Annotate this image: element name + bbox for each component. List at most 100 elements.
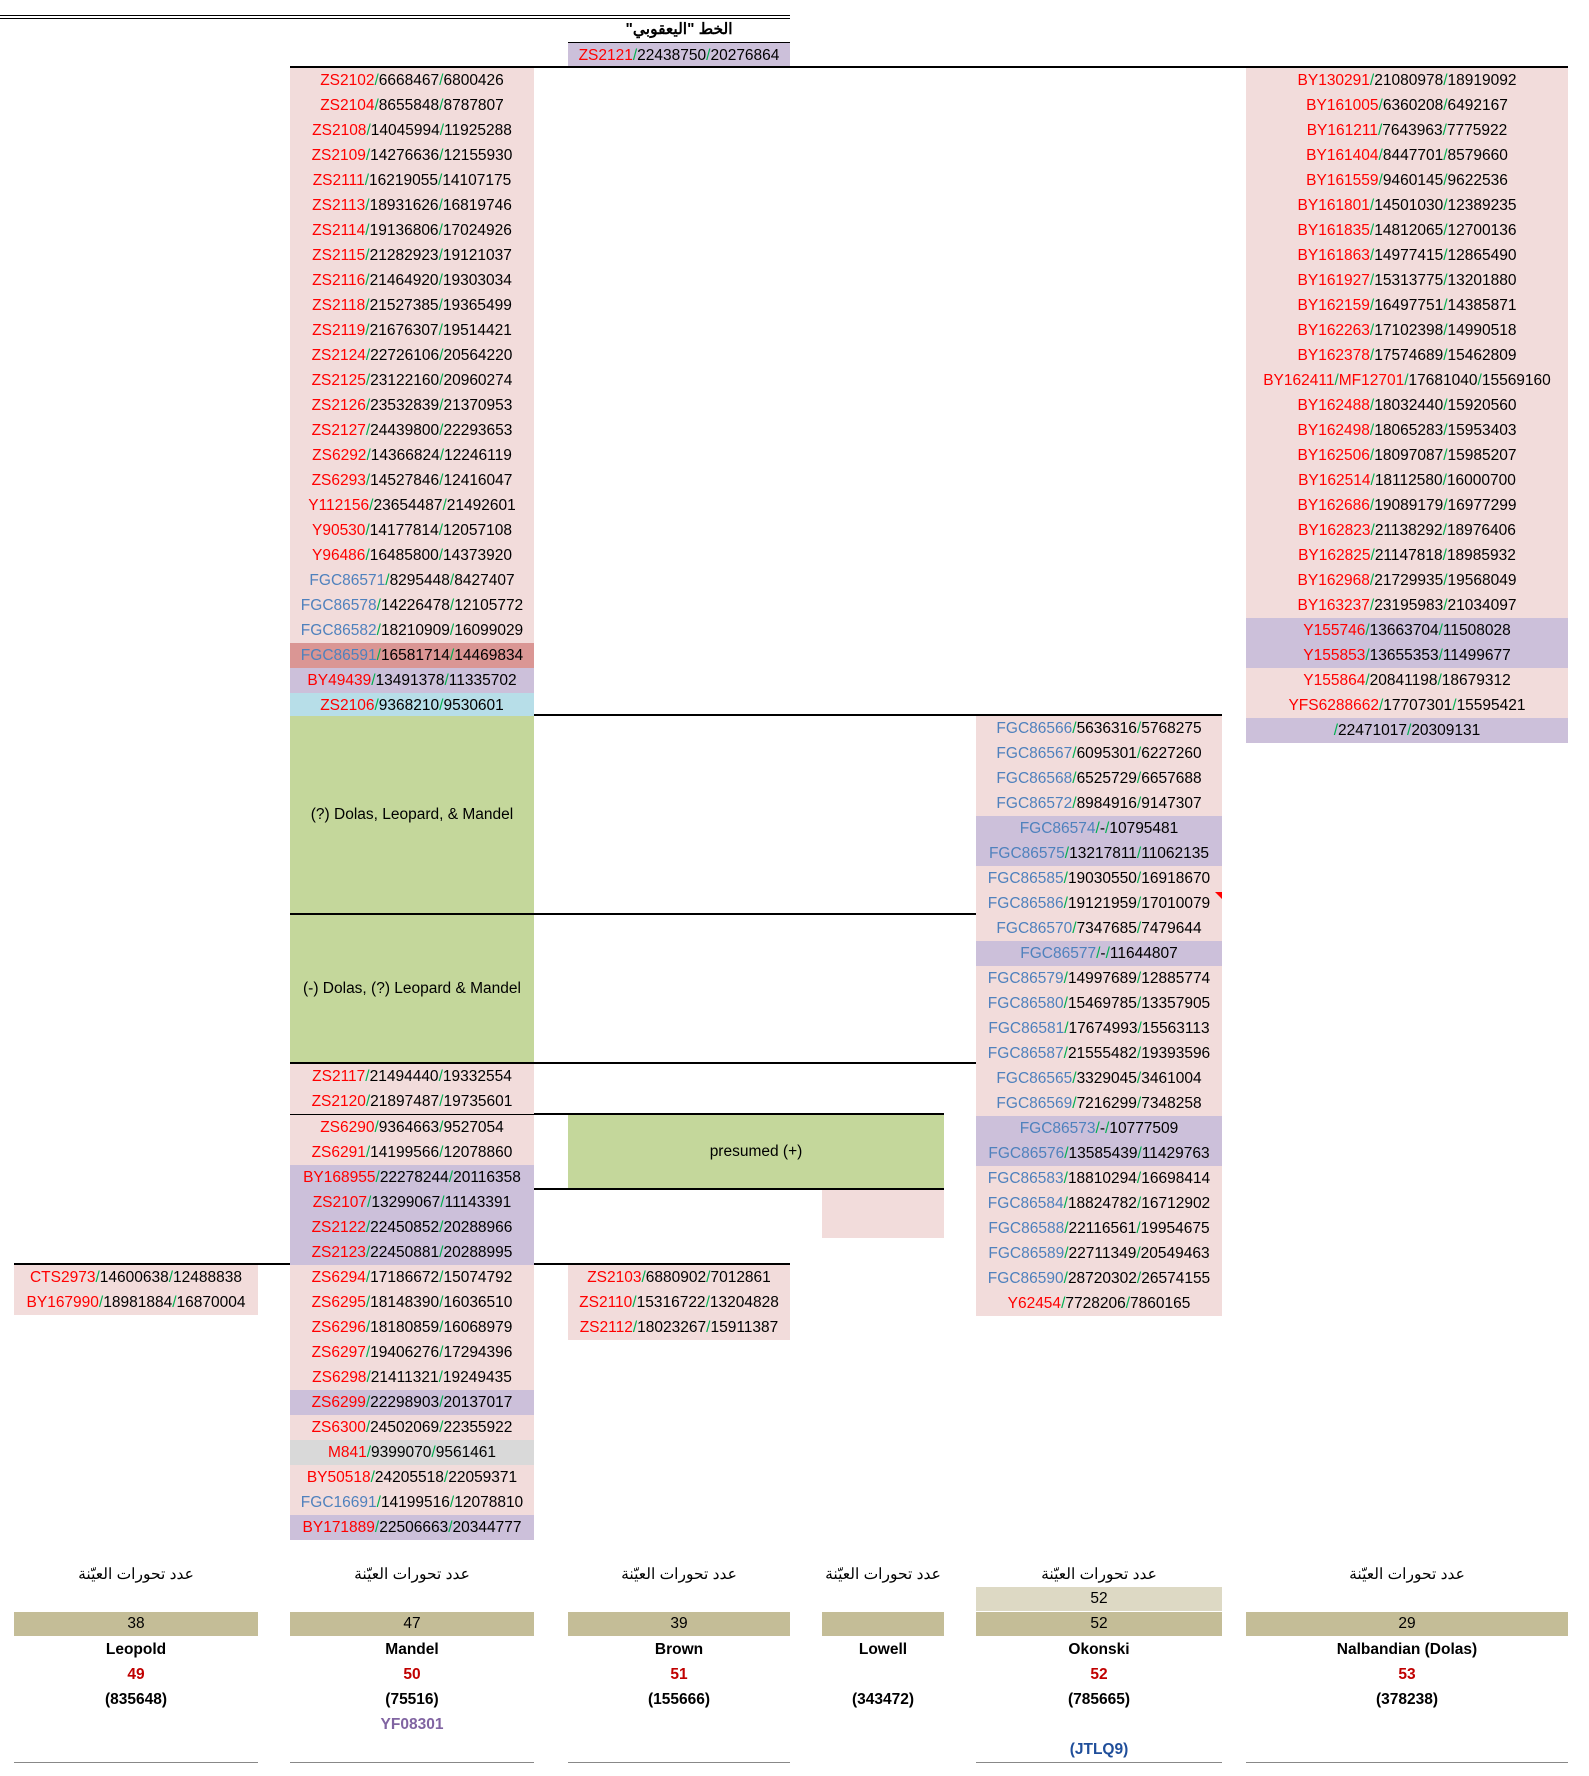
- snp-separator: /: [1443, 222, 1448, 239]
- snp-separator: /: [98, 1294, 104, 1311]
- snp-separator: /: [370, 1469, 375, 1486]
- snp-separator: /: [1136, 1045, 1142, 1062]
- snp-position-grch37: 14276636: [370, 147, 440, 164]
- snp-row: FGC86590/28720302/26574155: [976, 1266, 1222, 1291]
- footer-line-nalbandian: [1246, 1762, 1568, 1763]
- snp-row: ZS2111/16219055/14107175: [290, 168, 534, 193]
- snp-position-grch38: 11062135: [1141, 845, 1210, 862]
- snp-separator: /: [374, 1119, 379, 1136]
- snp-position-grch37: -: [1099, 820, 1106, 837]
- comment-marker-icon: [1215, 892, 1222, 899]
- mandel-name: Mandel: [385, 1641, 439, 1658]
- snp-separator: /: [366, 1369, 371, 1386]
- snp-separator: /: [1442, 547, 1447, 564]
- snp-position-grch37: 22116561: [1068, 1220, 1137, 1237]
- snp-row: ZS6297/19406276/17294396: [290, 1340, 534, 1365]
- snp-name: BY161005: [1306, 97, 1379, 114]
- snp-separator: /: [1369, 422, 1375, 439]
- snp-name: ZS2124: [311, 347, 366, 364]
- snp-separator: /: [439, 1269, 444, 1286]
- snp-row: ZS6290/9364663/9527054: [290, 1115, 534, 1140]
- mandel-count: 47: [290, 1612, 534, 1636]
- snp-position-grch38: 19365499: [442, 297, 512, 314]
- snp-separator: /: [1072, 720, 1077, 737]
- snp-position-grch38: 9527054: [443, 1119, 504, 1136]
- snp-row: Y62454/7728206/7860165: [976, 1291, 1222, 1316]
- snp-separator: /: [1443, 422, 1448, 439]
- snp-position-grch38: 11644807: [1109, 945, 1178, 962]
- snp-separator: /: [1136, 745, 1142, 762]
- snp-row: BY162263/17102398/14990518: [1246, 318, 1568, 343]
- snp-separator: /: [439, 97, 444, 114]
- snp-name: FGC86581: [988, 1020, 1065, 1037]
- snp-separator: /: [365, 322, 370, 339]
- snp-separator: /: [439, 122, 445, 139]
- summary-label-mandel: عدد تحورات العيّنة: [354, 1566, 470, 1583]
- snp-position-grch37: 8655848: [378, 97, 440, 114]
- snp-separator: /: [1378, 147, 1383, 164]
- snp-position-grch37: 24439800: [370, 422, 440, 439]
- snp-row: BY171889/22506663/20344777: [290, 1515, 534, 1540]
- footer-line-mandel: [290, 1762, 534, 1763]
- snp-row: FGC86585/19030550/16918670: [976, 866, 1222, 891]
- snp-separator: /: [374, 97, 379, 114]
- okonski-count-top: 52: [976, 1587, 1222, 1611]
- snp-name: FGC86582: [300, 622, 377, 639]
- snp-position-grch37: 18032440: [1374, 397, 1444, 414]
- snp-separator: /: [448, 1519, 453, 1536]
- snp-row: ZS2112/18023267/15911387: [568, 1315, 790, 1340]
- snp-separator: /: [366, 122, 371, 139]
- snp-separator: /: [365, 222, 370, 239]
- nalbandian-number: 53: [1398, 1666, 1416, 1683]
- snp-position-grch37: 13217811: [1069, 845, 1137, 862]
- snp-position-grch38: 6657688: [1141, 770, 1202, 787]
- okonski-name: Okonski: [1068, 1641, 1130, 1658]
- snp-separator: /: [1369, 497, 1375, 514]
- snp-separator: /: [1136, 1095, 1142, 1112]
- snp-separator: /: [1365, 647, 1370, 664]
- snp-separator: /: [1136, 870, 1142, 887]
- snp-separator: /: [1477, 372, 1482, 389]
- snp-position-grch37: 13491378: [375, 672, 445, 689]
- snp-position-grch37: 22450881: [370, 1244, 440, 1261]
- snp-name: ZS2116: [312, 272, 366, 289]
- snp-row: ZS2120/21897487/19735601: [290, 1089, 534, 1114]
- snp-position-grch38: 9622536: [1447, 172, 1508, 189]
- snp-position-grch38: 6800426: [443, 72, 504, 89]
- snp-position-grch38: 7012861: [710, 1269, 771, 1286]
- footer-line-brown: [568, 1762, 790, 1763]
- snp-separator: /: [439, 697, 444, 714]
- snp-row: ZS2106/9368210/9530601: [290, 693, 534, 718]
- snp-separator: /: [1369, 222, 1375, 239]
- snp-separator: /: [172, 1294, 177, 1311]
- snp-position-grch37: 19030550: [1067, 870, 1137, 887]
- snp-row: ZS6295/18148390/16036510: [290, 1290, 534, 1315]
- snp-position-grch37: 15316722: [636, 1294, 706, 1311]
- snp-position-grch38: 8427407: [454, 572, 515, 589]
- snp-separator: /: [1333, 722, 1339, 739]
- snp-separator: /: [365, 1244, 371, 1261]
- snp-row: ZS2118/21527385/19365499: [290, 293, 534, 318]
- snp-row: BY162411/MF12701/17681040/15569160: [1246, 368, 1568, 393]
- snp-separator: /: [438, 1369, 443, 1386]
- snp-name: FGC86591: [300, 647, 377, 664]
- snp-row: ZS2103/6880902/7012861: [568, 1265, 790, 1290]
- snp-name: FGC86572: [996, 795, 1073, 812]
- snp-position-grch38: 20288966: [443, 1219, 513, 1236]
- snp-separator: /: [438, 247, 443, 264]
- snp-position-grch37: 16219055: [369, 172, 438, 189]
- snp-separator: /: [438, 197, 443, 214]
- snp-name: BY161863: [1297, 247, 1370, 264]
- snp-row: BY130291/21080978/18919092: [1246, 68, 1568, 93]
- snp-separator: /: [1369, 72, 1375, 89]
- snp-separator: /: [1063, 970, 1068, 987]
- snp-separator: /: [1378, 697, 1384, 714]
- snp-position-grch38: 15595421: [1456, 697, 1526, 714]
- haplogroup-title: الخط "اليعقوبي": [625, 21, 733, 38]
- snp-name: ZS2119: [312, 322, 366, 339]
- snp-row: ZS2104/8655848/8787807: [290, 93, 534, 118]
- snp-position-grch38: 13201880: [1447, 272, 1517, 289]
